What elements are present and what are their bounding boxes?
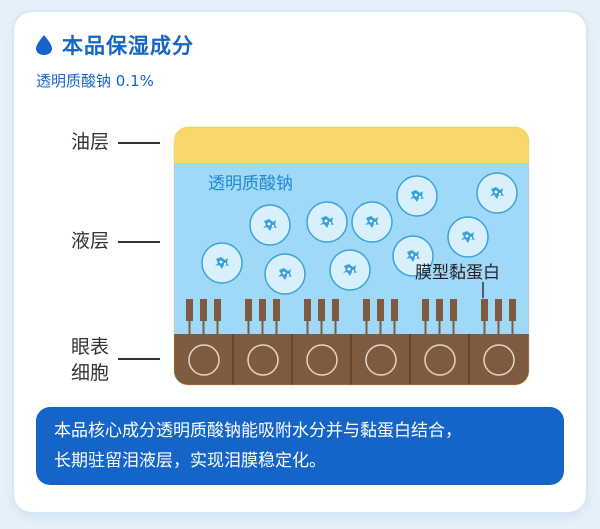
oil-layer-label: 油层 — [71, 131, 110, 153]
hyaluronate-molecule — [447, 216, 489, 258]
hyaluronate-molecule — [351, 201, 393, 243]
oil-layer — [174, 127, 529, 163]
ocular-surface-label-line2: 细胞 — [71, 362, 110, 384]
summary-callout: 本品核心成分透明质酸钠能吸附水分并与黏蛋白结合， 长期驻留泪液层，实现泪膜稳定化… — [36, 407, 564, 485]
ingredient-concentration: 透明质酸钠 0.1% — [36, 72, 154, 90]
membrane-mucins — [186, 299, 516, 334]
card-title: 本品保湿成分 — [62, 34, 194, 58]
aqueous-layer-leader — [118, 241, 160, 243]
hyaluronate-molecules — [201, 172, 518, 295]
aqueous-layer-label: 液层 — [71, 230, 110, 252]
hyaluronate-molecule — [249, 204, 291, 246]
water-drop-icon — [36, 35, 52, 55]
hyaluronate-molecule — [329, 249, 371, 291]
info-card: 本品保湿成分 透明质酸钠 0.1% 油层 液层 眼表 细胞 — [14, 12, 586, 512]
summary-line-1: 本品核心成分透明质酸钠能吸附水分并与黏蛋白结合， — [54, 421, 462, 441]
hyaluronate-molecule — [201, 242, 243, 284]
hyaluronate-label: 透明质酸钠 — [208, 174, 293, 194]
card-header: 本品保湿成分 透明质酸钠 0.1% — [36, 30, 194, 91]
oil-layer-leader — [118, 142, 160, 144]
hyaluronate-molecule — [476, 172, 518, 214]
cell-nuclei — [188, 344, 515, 376]
tear-film-diagram: 油层 液层 眼表 细胞 — [14, 12, 586, 512]
hyaluronate-molecule — [264, 253, 306, 295]
summary-line-2: 长期驻留泪液层，实现泪膜稳定化。 — [54, 451, 326, 471]
ocular-surface-leader — [118, 358, 160, 360]
mucin-label: 膜型黏蛋白 — [415, 263, 500, 283]
title-row: 本品保湿成分 — [36, 30, 194, 60]
hyaluronate-molecule — [306, 201, 348, 243]
hyaluronate-molecule — [392, 235, 434, 277]
ocular-surface-label-line1: 眼表 — [71, 336, 110, 358]
hyaluronate-molecule — [396, 175, 438, 217]
layers-illustration: 透明质酸钠 膜型黏蛋白 — [173, 126, 530, 386]
